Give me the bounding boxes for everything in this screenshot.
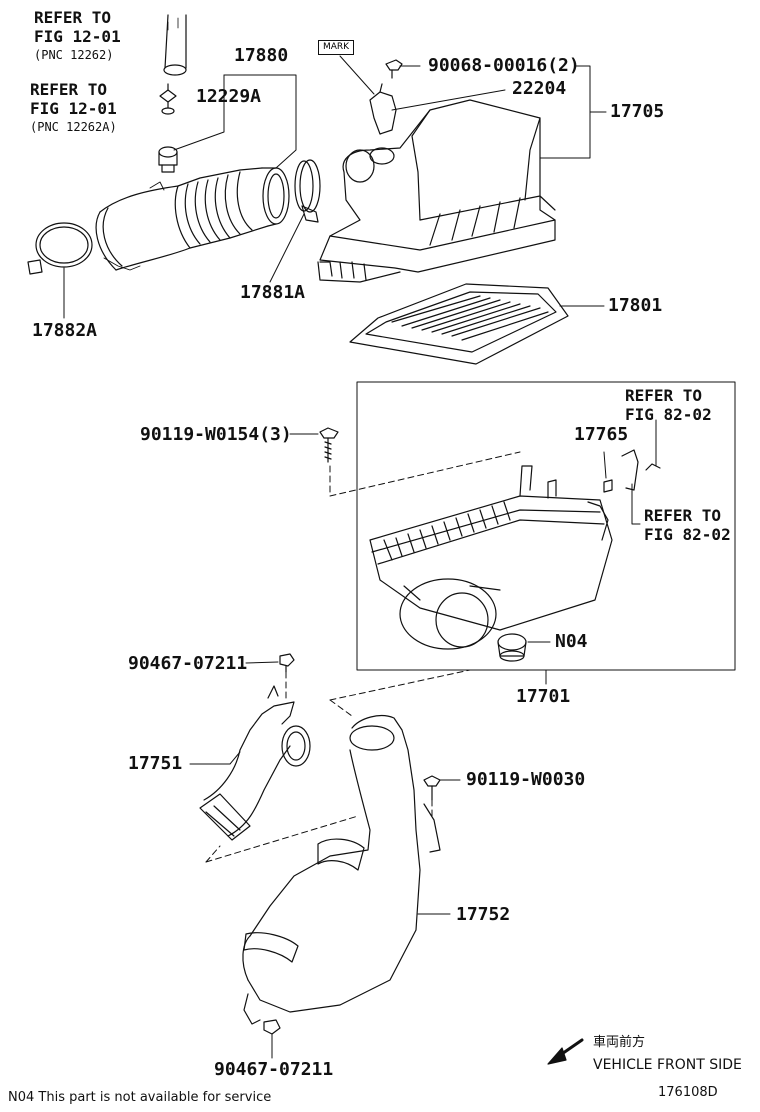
part-22204[interactable]: 22204 (512, 78, 567, 99)
bracket-17765 (603, 449, 661, 493)
part-12229A[interactable]: 12229A (196, 86, 262, 107)
ref-fig-82-02-bolt[interactable]: REFER TO FIG 82-02 (625, 386, 712, 424)
mass-air-flow-sensor (369, 83, 397, 135)
ref-line-1: REFER TO (625, 386, 703, 405)
part-17801[interactable]: 17801 (608, 295, 663, 316)
ref-line-2: FIG 12-01 (30, 99, 117, 118)
ref-line-1: REFER TO (30, 80, 108, 99)
intake-pipe-ref (163, 14, 187, 76)
direction-label-jp: 車両前方 (593, 1035, 646, 1050)
part-90119-W0030[interactable]: 90119-W0030 (466, 769, 586, 790)
part-90068-00016[interactable]: 90068-00016(2) (428, 55, 580, 76)
ref-fig-12-01-clip[interactable]: REFER TO FIG 12-01 (PNC 12262A) (30, 80, 117, 137)
ref-line-1: REFER TO (644, 506, 722, 525)
part-17765[interactable]: 17765 (574, 424, 629, 445)
footnote: N04 This part is not available for servi… (8, 1090, 272, 1105)
grommet-N04 (497, 633, 527, 662)
part-17751[interactable]: 17751 (128, 753, 183, 774)
figure-id: 176108D (658, 1085, 718, 1100)
ref-pnc: (PNC 12262) (34, 48, 114, 62)
ref-fig-82-02-bracket[interactable]: REFER TO FIG 82-02 (644, 506, 731, 544)
part-90119-W0154[interactable]: 90119-W0154(3) (140, 424, 292, 445)
air-cleaner-cap (317, 99, 556, 283)
part-17752[interactable]: 17752 (456, 904, 511, 925)
part-17880[interactable]: 17880 (234, 45, 289, 66)
ref-pnc: (PNC 12262A) (30, 120, 117, 134)
part-90467-07211-top[interactable]: 90467-07211 (128, 653, 248, 674)
direction-label-en: VEHICLE FRONT SIDE (593, 1057, 742, 1073)
part-17705[interactable]: 17705 (610, 101, 665, 122)
mark-label: MARK (318, 40, 355, 55)
screw-90119-W0030 (423, 775, 441, 801)
clamp-17882A (27, 222, 93, 275)
sensor-12229A (158, 146, 178, 173)
bolt-90467-top (279, 653, 295, 673)
ref-line-2: FIG 12-01 (34, 27, 121, 46)
screw-90119-W0154 (319, 427, 339, 463)
part-N04[interactable]: N04 (555, 631, 588, 652)
air-filter-element (349, 283, 569, 365)
leader-lines (63, 55, 657, 1059)
part-90467-07211-bottom[interactable]: 90467-07211 (214, 1059, 334, 1080)
ref-line-1: REFER TO (34, 8, 112, 27)
dashed-lines (205, 451, 521, 863)
air-cleaner-case (369, 465, 613, 650)
ref-fig-12-01-pipe[interactable]: REFER TO FIG 12-01 (PNC 12262) (34, 8, 121, 65)
front-direction-arrow-icon (547, 1038, 584, 1065)
clamp-17881A (294, 159, 321, 223)
bolt-90068 (385, 59, 403, 79)
outlet-pipe-17752 (242, 715, 441, 1025)
ref-line-2: FIG 82-02 (625, 405, 712, 424)
part-17881A[interactable]: 17881A (240, 282, 306, 303)
inlet-pipe-17751 (199, 685, 311, 841)
ref-line-2: FIG 82-02 (644, 525, 731, 544)
part-17882A[interactable]: 17882A (32, 320, 98, 341)
clip-ref (159, 83, 177, 115)
part-17701[interactable]: 17701 (516, 686, 571, 707)
bolt-90467-bottom (263, 1019, 281, 1035)
air-cleaner-hose (95, 167, 290, 271)
